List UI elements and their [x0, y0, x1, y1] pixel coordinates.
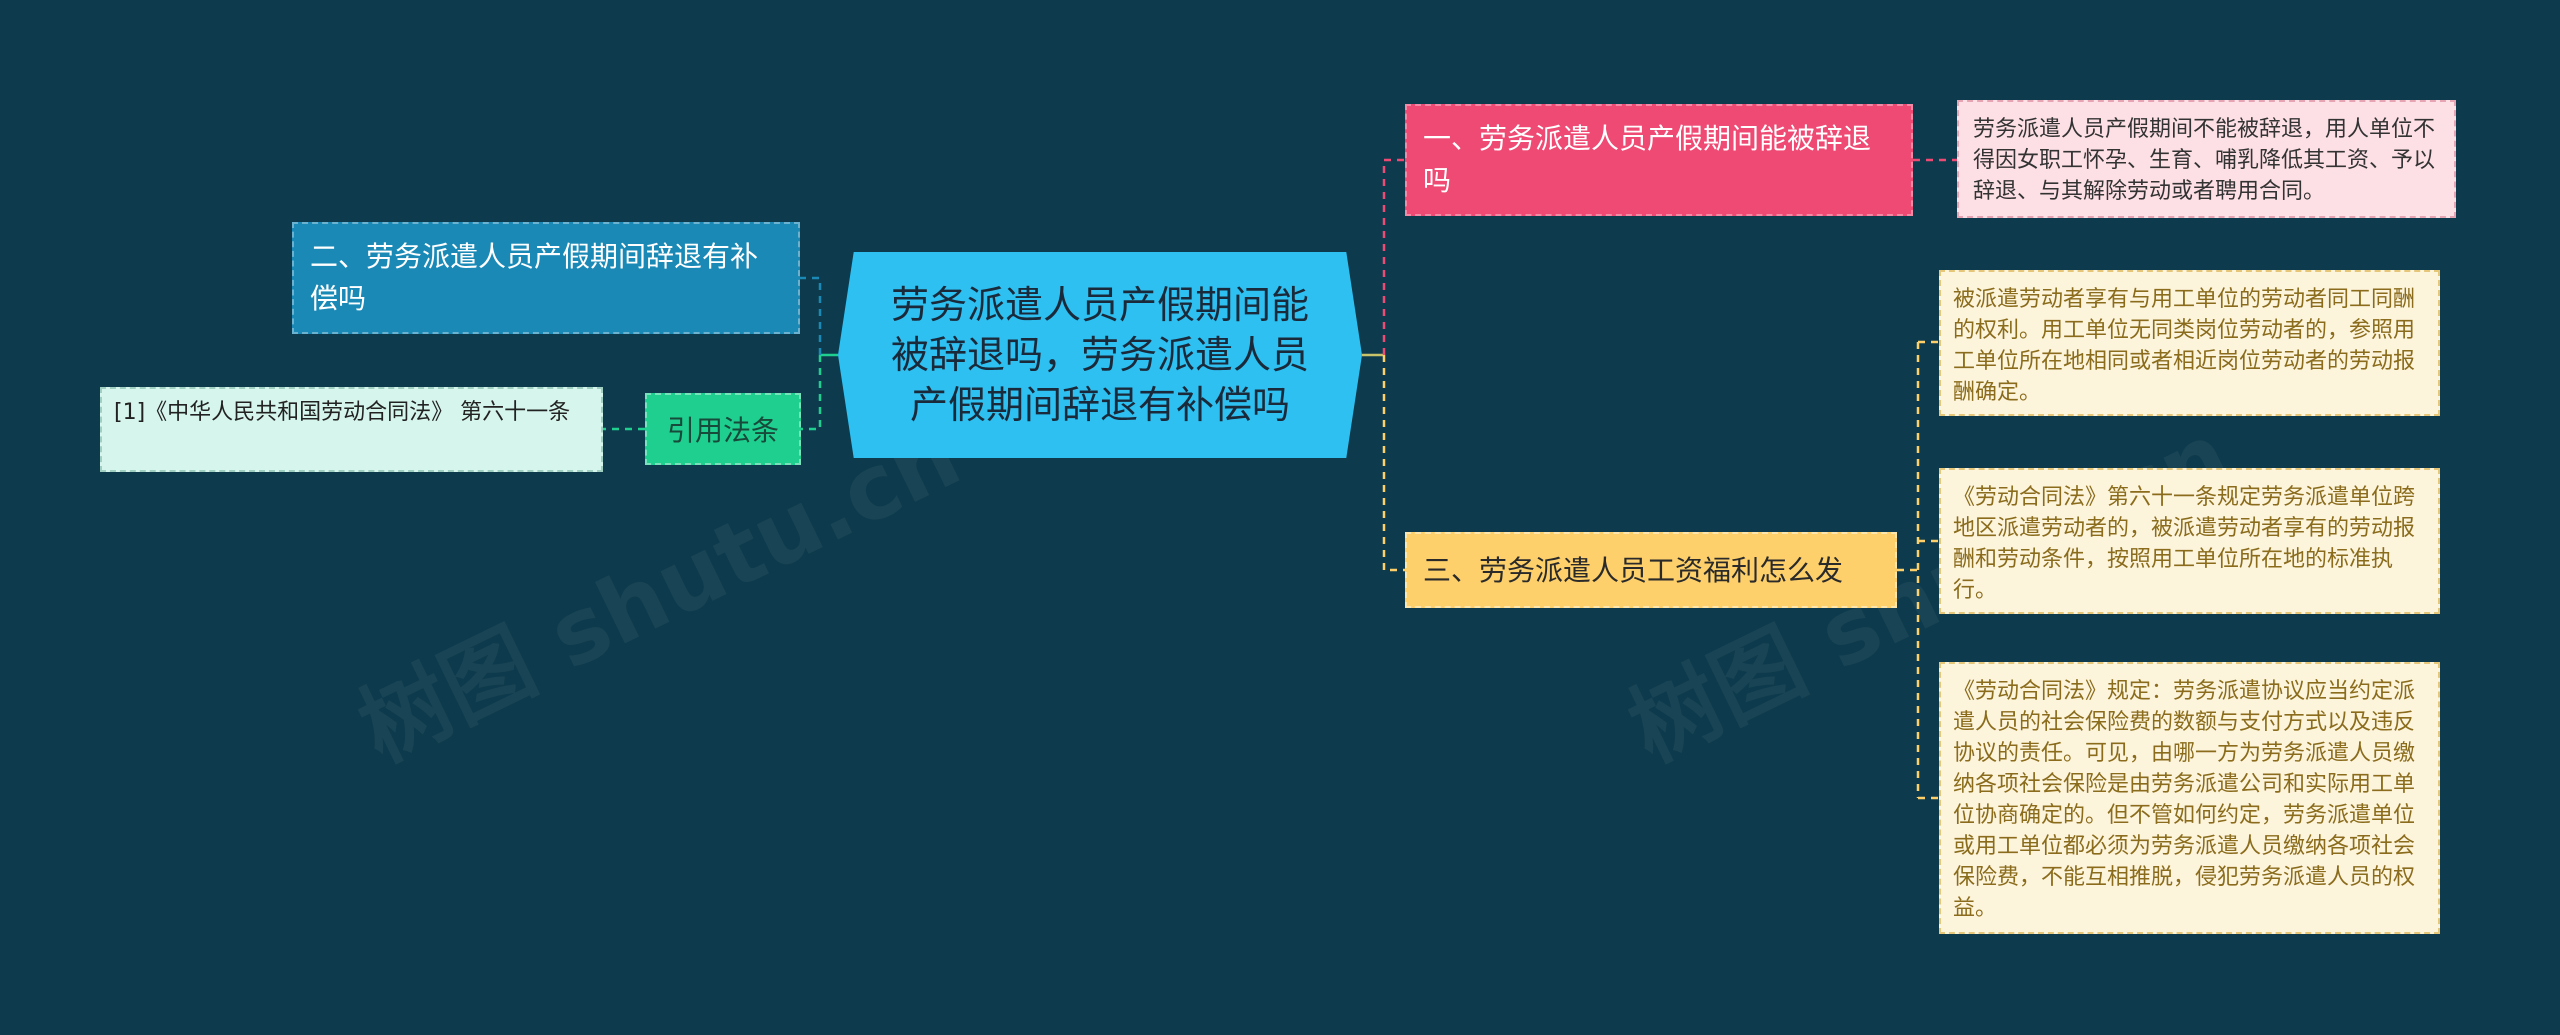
branch-1-detail-node[interactable]: 劳务派遣人员产假期间不能被辞退，用人单位不得因女职工怀孕、生育、哺乳降低其工资、…: [1957, 100, 2456, 218]
law-citation-label: 引用法条: [666, 414, 779, 447]
branch-node-3-label: 三、劳务派遣人员工资福利怎么发: [1423, 554, 1844, 587]
branch-1-detail-text: 劳务派遣人员产假期间不能被辞退，用人单位不得因女职工怀孕、生育、哺乳降低其工资、…: [1973, 117, 2436, 204]
branch-node-2[interactable]: 二、劳务派遣人员产假期间辞退有补偿吗: [292, 222, 800, 334]
branch-3-detail-text-1: 被派遣劳动者享有与用工单位的劳动者同工同酬的权利。用工单位无同类岗位劳动者的，参…: [1953, 287, 2416, 405]
branch-3-detail-node-2[interactable]: 《劳动合同法》第六十一条规定劳务派遣单位跨地区派遣劳动者的，被派遣劳动者享有的劳…: [1939, 468, 2440, 614]
branch-node-3[interactable]: 三、劳务派遣人员工资福利怎么发: [1405, 532, 1897, 608]
branch-3-detail-node-1[interactable]: 被派遣劳动者享有与用工单位的劳动者同工同酬的权利。用工单位无同类岗位劳动者的，参…: [1939, 270, 2440, 416]
branch-node-1[interactable]: 一、劳务派遣人员产假期间能被辞退吗: [1405, 104, 1913, 216]
branch-3-detail-node-3[interactable]: 《劳动合同法》规定：劳务派遣协议应当约定派遣人员的社会保险费的数额与支付方式以及…: [1939, 662, 2440, 934]
law-reference-node[interactable]: [1]《中华人民共和国劳动合同法》 第六十一条: [100, 387, 603, 472]
law-citation-node[interactable]: 引用法条: [645, 393, 801, 465]
branch-node-1-label: 一、劳务派遣人员产假期间能被辞退吗: [1423, 122, 1872, 197]
law-reference-text: [1]《中华人民共和国劳动合同法》 第六十一条: [114, 400, 571, 425]
central-topic[interactable]: 劳务派遣人员产假期间能被辞退吗，劳务派遣人员产假期间辞退有补偿吗: [838, 252, 1362, 458]
central-topic-label: 劳务派遣人员产假期间能被辞退吗，劳务派遣人员产假期间辞退有补偿吗: [890, 283, 1309, 427]
branch-3-detail-text-2: 《劳动合同法》第六十一条规定劳务派遣单位跨地区派遣劳动者的，被派遣劳动者享有的劳…: [1953, 485, 2416, 603]
branch-node-2-label: 二、劳务派遣人员产假期间辞退有补偿吗: [310, 240, 759, 315]
branch-3-detail-text-3: 《劳动合同法》规定：劳务派遣协议应当约定派遣人员的社会保险费的数额与支付方式以及…: [1953, 679, 2416, 921]
